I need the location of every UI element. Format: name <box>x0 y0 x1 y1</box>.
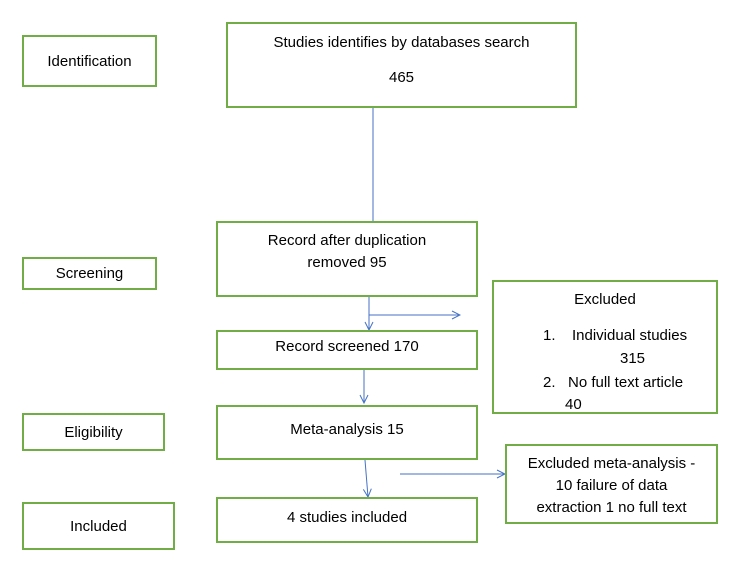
excluded-title: Excluded <box>574 291 636 308</box>
excluded-item1-number: 1. <box>543 327 556 344</box>
stage-screening: Screening <box>22 257 157 290</box>
after-duplication-line2: removed 95 <box>307 254 387 271</box>
stage-eligibility-label: Eligibility <box>64 423 123 441</box>
stage-identification: Identification <box>22 35 157 87</box>
after-duplication-line1: Record after duplication <box>267 232 427 249</box>
studies-included-box: 4 studies included <box>216 497 478 543</box>
excluded-box: Excluded 1. Individual studies 315 2. No… <box>492 280 718 414</box>
after-duplication-box: Record after duplication removed 95 <box>216 221 478 297</box>
stage-included-label: Included <box>70 517 127 535</box>
excluded-item1-count: 315 <box>620 350 646 367</box>
excluded-meta-line2: 10 failure of data <box>555 477 668 494</box>
arrow-meta-to-included <box>365 459 368 497</box>
meta-analysis-text: Meta-analysis 15 <box>290 421 404 438</box>
excluded-meta-line1: Excluded meta-analysis - <box>527 455 696 472</box>
record-screened-text: Record screened 170 <box>275 338 419 355</box>
stage-included: Included <box>22 502 175 550</box>
excluded-item2-text: No full text article <box>568 374 684 391</box>
excluded-meta-box: Excluded meta-analysis - 10 failure of d… <box>505 444 718 524</box>
database-search-count: 465 <box>388 69 415 86</box>
database-search-text: Studies identifies by databases search <box>273 34 530 51</box>
studies-included-text: 4 studies included <box>286 509 408 526</box>
excluded-item2-count: 40 <box>565 396 582 413</box>
excluded-item2-number: 2. <box>543 374 556 391</box>
excluded-meta-line3: extraction 1 no full text <box>536 499 687 516</box>
excluded-list: 1. Individual studies 315 2. No full tex… <box>494 282 716 413</box>
meta-analysis-box: Meta-analysis 15 <box>216 405 478 460</box>
excluded-item1-text: Individual studies <box>572 327 688 344</box>
stage-eligibility: Eligibility <box>22 413 165 451</box>
stage-screening-label: Screening <box>55 265 124 282</box>
database-search-box: Studies identifies by databases search 4… <box>226 22 577 108</box>
stage-identification-label: Identification <box>47 52 132 70</box>
record-screened-box: Record screened 170 <box>216 330 478 370</box>
